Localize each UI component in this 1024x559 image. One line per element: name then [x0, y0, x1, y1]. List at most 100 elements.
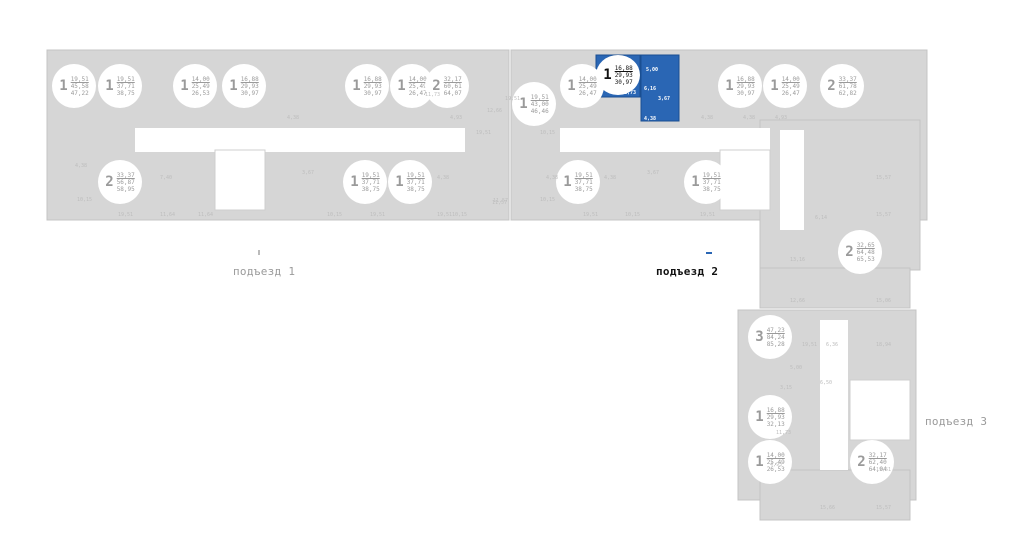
apartment-area-value: 14,00	[578, 75, 597, 83]
room-area-label: 19,51	[802, 342, 818, 348]
apartment-area-value: 46,46	[530, 107, 549, 115]
apartment-area-value: 64,07	[443, 89, 462, 97]
apartment-area-value: 26,53	[191, 89, 210, 97]
room-area-label: 15,66	[820, 505, 836, 511]
apartment-area-value: 58,95	[116, 185, 135, 193]
apartment-area-value: 14,00	[191, 75, 210, 83]
apartment-area-value: 29,93	[736, 82, 755, 90]
room-area-label: 12,66	[790, 298, 806, 304]
room-area-label: 13,16	[790, 257, 806, 263]
room-area-label: 6,14	[815, 215, 828, 221]
corridors	[135, 128, 848, 470]
entrance-3-label[interactable]: подъезд 3	[925, 415, 988, 428]
apartment-area-value: 26,47	[578, 89, 597, 97]
room-area-label: 19,51	[118, 212, 134, 218]
room-area-label: 10,15	[540, 130, 556, 136]
apartment-rooms-count: 1	[59, 78, 68, 94]
room-area-label: 10,15	[452, 212, 468, 218]
apartment-rooms-count: 1	[770, 78, 779, 94]
apartment-rooms-count: 2	[827, 78, 836, 94]
apartment-area-value: 32,17	[868, 451, 887, 459]
apartment-rooms-count: 1	[180, 78, 189, 94]
apartment-area-value: 30,97	[363, 89, 382, 97]
apartment-rooms-count: 2	[845, 244, 854, 260]
room-area-label: 19,51	[437, 212, 453, 218]
apartment-area-value: 19,51	[406, 171, 425, 179]
room-area-label: 15,06	[876, 298, 892, 304]
apartment-area-value: 38,75	[574, 185, 593, 193]
apartment-area-value: 33,37	[838, 75, 857, 83]
apartment-area-value: 26,53	[766, 465, 785, 473]
apartment-area-value: 19,51	[361, 171, 380, 179]
room-area-label: 3,15	[780, 385, 793, 391]
room-area-label: 3,67	[658, 96, 671, 102]
apartment-area-value: 29,93	[240, 82, 259, 90]
apartment-area-value: 32,65	[856, 241, 875, 249]
room-area-label: 4,38	[75, 163, 88, 169]
room-area-label: 4,38	[287, 115, 300, 121]
apartment-rooms-count: 1	[352, 78, 361, 94]
room-area-label: 10,15	[327, 212, 343, 218]
stairwells	[214, 149, 911, 441]
room-area-label: 11,73	[776, 430, 792, 436]
room-area-label: 11,57	[492, 200, 508, 206]
apartment-area-value: 61,78	[838, 82, 857, 90]
entrance-1-label[interactable]: подъезд 1	[233, 265, 296, 278]
apartment-area-value: 25,49	[766, 458, 785, 466]
room-area-label: 6,16	[644, 86, 657, 92]
apartment-rooms-count: 1	[519, 96, 528, 112]
apartment-area-value: 26,47	[781, 89, 800, 97]
apartment-rooms-count: 1	[105, 78, 114, 94]
apartment-area-value: 38,75	[116, 89, 135, 97]
room-area-label: 3,67	[647, 170, 660, 176]
apartment-rooms-count: 1	[395, 174, 404, 190]
room-area-label: 4,38	[644, 116, 657, 122]
apartment-area-value: 19,51	[702, 171, 721, 179]
entrance-2-label[interactable]: подъезд 2	[656, 265, 719, 278]
apartment-area-value: 25,49	[191, 82, 210, 90]
apartment-area-value: 25,49	[578, 82, 597, 90]
apartment-rooms-count: 1	[229, 78, 238, 94]
apartment-area-value: 14,00	[781, 75, 800, 83]
room-area-label: 19,51	[476, 130, 492, 136]
apartment-rooms-count: 1	[725, 78, 734, 94]
apartment-area-value: 56,87	[116, 178, 135, 186]
building-blocks	[46, 49, 928, 521]
room-area-label: 10,15	[540, 197, 556, 203]
apartment-rooms-count: 1	[603, 67, 612, 83]
